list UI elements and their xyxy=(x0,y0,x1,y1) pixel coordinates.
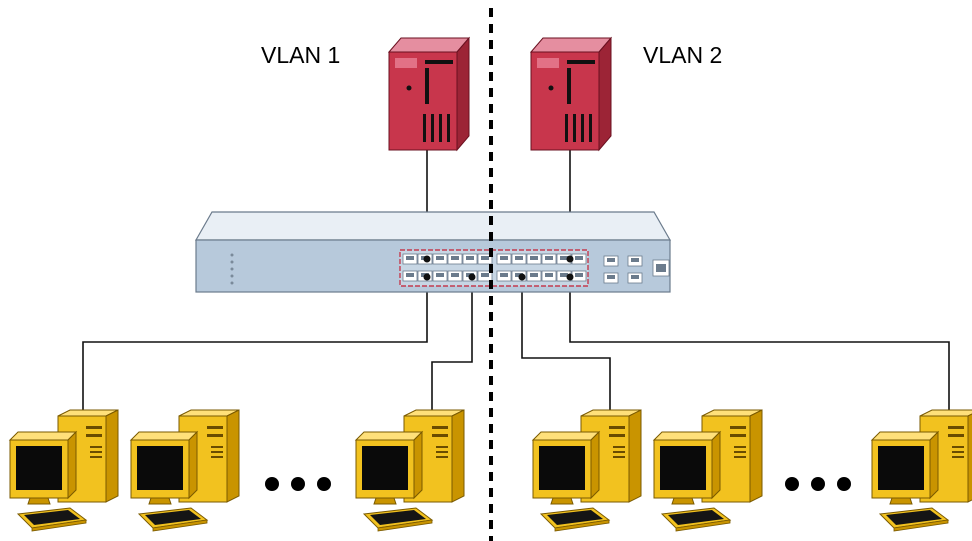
workstation-vlan1-1-icon xyxy=(9,409,119,532)
workstation-vlan1-3-icon xyxy=(355,409,465,532)
ellipsis-vlan1-icon xyxy=(265,477,331,491)
workstation-vlan2-3-icon xyxy=(871,409,972,532)
cable-pc-vlan1-c xyxy=(431,278,473,428)
cable-pc-vlan1-a xyxy=(82,278,428,428)
vlan-1-label: VLAN 1 xyxy=(261,42,341,68)
server-vlan2-icon xyxy=(530,37,612,151)
network-switch-icon xyxy=(194,211,672,293)
workstation-vlan2-1-icon xyxy=(532,409,642,532)
workstation-vlan1-2-icon xyxy=(130,409,240,532)
cable-pc-vlan2-a xyxy=(521,278,611,428)
ellipsis-vlan2-icon xyxy=(785,477,851,491)
vlan-2-label: VLAN 2 xyxy=(643,42,723,68)
workstation-vlan2-2-icon xyxy=(653,409,763,532)
cable-pc-vlan2-c xyxy=(569,278,950,428)
server-vlan1-icon xyxy=(388,37,470,151)
